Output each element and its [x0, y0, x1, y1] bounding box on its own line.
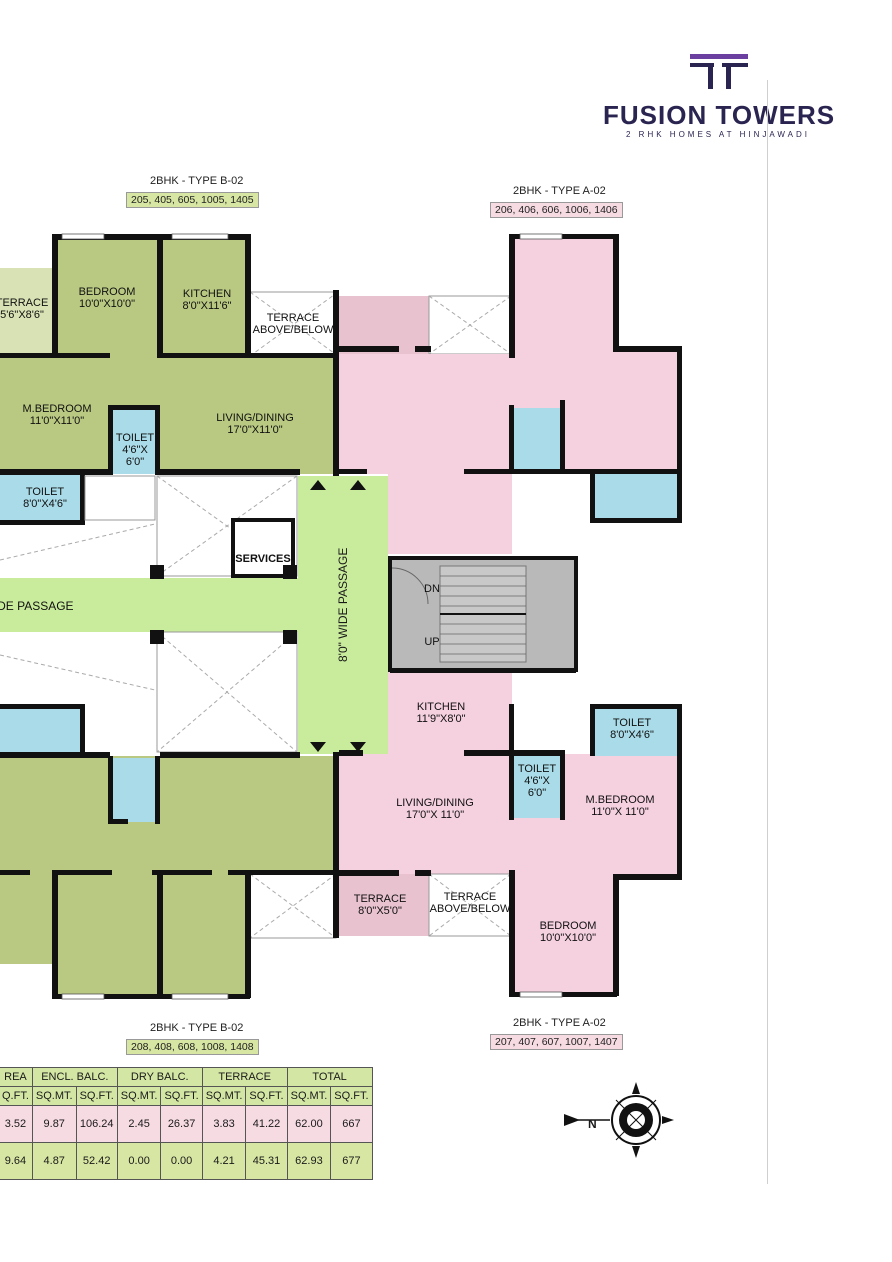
- arrow-up-icon: [310, 480, 326, 490]
- unit-type-label: 2BHK - TYPE A-02: [513, 185, 606, 197]
- table-header: REA: [0, 1067, 33, 1087]
- table-subheader: SQ.MT.: [201, 1086, 247, 1106]
- table-cell: 4.21: [201, 1142, 247, 1180]
- table-cell: 9.87: [31, 1105, 77, 1143]
- table-subheader: SQ.FT.: [160, 1086, 203, 1106]
- room-services: SERVICES: [235, 553, 291, 565]
- table-cell: 667: [330, 1105, 373, 1143]
- table-header: TOTAL: [286, 1067, 373, 1087]
- table-row: 9.64 4.87 52.42 0.00 0.00 4.21 45.31 62.…: [0, 1142, 373, 1180]
- tt-logo-icon: [690, 54, 748, 89]
- brand-tagline: 2 RHK HOMES AT HINJAWADI: [626, 130, 811, 139]
- table-cell: 41.22: [245, 1105, 288, 1143]
- unit-a02-bottom: [339, 668, 682, 998]
- table-cell: 0.00: [116, 1142, 162, 1180]
- brand-logo: [688, 52, 754, 92]
- table-cell: 26.37: [160, 1105, 203, 1143]
- area-table: REA ENCL. BALC. DRY BALC. TERRACE TOTAL …: [0, 1067, 373, 1180]
- table-cell: 0.00: [160, 1142, 203, 1180]
- stair-down-label: DN: [424, 583, 440, 595]
- table-header: DRY BALC.: [116, 1067, 203, 1087]
- unit-flat-numbers: 207, 407, 607, 1007, 1407: [490, 1034, 623, 1050]
- table-subheader: SQ.MT.: [286, 1086, 332, 1106]
- vertical-passage-label: 8'0" WIDE PASSAGE: [336, 547, 350, 662]
- table-cell: 45.31: [245, 1142, 288, 1180]
- unit-flat-numbers: 206, 406, 606, 1006, 1406: [490, 202, 623, 218]
- table-subheader: SQ.FT.: [75, 1086, 118, 1106]
- table-subheader: SQ.MT.: [116, 1086, 162, 1106]
- page-divider: [767, 80, 768, 1184]
- unit-type-label: 2BHK - TYPE B-02: [150, 175, 244, 187]
- unit-type-label: 2BHK - TYPE B-02: [150, 1022, 244, 1034]
- unit-type-label: 2BHK - TYPE A-02: [513, 1017, 606, 1029]
- table-cell: 2.45: [116, 1105, 162, 1143]
- table-subheader: Q.FT.: [0, 1086, 33, 1106]
- table-cell: 62.00: [286, 1105, 332, 1143]
- table-subheader: SQ.FT.: [330, 1086, 373, 1106]
- table-subheader: SQ.MT.: [31, 1086, 77, 1106]
- table-subheader: SQ.FT.: [245, 1086, 288, 1106]
- table-cell: 9.64: [0, 1142, 33, 1180]
- table-cell: 106.24: [75, 1105, 118, 1143]
- table-header: TERRACE: [201, 1067, 288, 1087]
- table-cell: 3.83: [201, 1105, 247, 1143]
- table-header: ENCL. BALC.: [31, 1067, 118, 1087]
- table-cell: 677: [330, 1142, 373, 1180]
- arrow-down-icon: [350, 742, 366, 752]
- compass-icon: [564, 1082, 674, 1158]
- table-cell: 4.87: [31, 1142, 77, 1180]
- unit-b02-top: [0, 233, 340, 525]
- table-cell: 3.52: [0, 1105, 33, 1143]
- stair-up-label: UP: [424, 636, 440, 648]
- wide-passage-label: WIDE PASSAGE: [0, 599, 74, 613]
- table-cell: 62.93: [286, 1142, 332, 1180]
- unit-a02-top: [339, 233, 682, 554]
- unit-flat-numbers: 205, 405, 605, 1005, 1405: [126, 192, 259, 208]
- central-core: [0, 475, 578, 754]
- table-row: 3.52 9.87 106.24 2.45 26.37 3.83 41.22 6…: [0, 1105, 373, 1143]
- arrow-down-icon: [310, 742, 326, 752]
- table-cell: 52.42: [75, 1142, 118, 1180]
- unit-flat-numbers: 208, 408, 608, 1008, 1408: [126, 1039, 259, 1055]
- compass-north-label: N: [588, 1117, 597, 1131]
- arrow-up-icon: [350, 480, 366, 490]
- unit-b02-bottom: [0, 704, 339, 1000]
- brand-name: FUSION TOWERS: [603, 100, 836, 130]
